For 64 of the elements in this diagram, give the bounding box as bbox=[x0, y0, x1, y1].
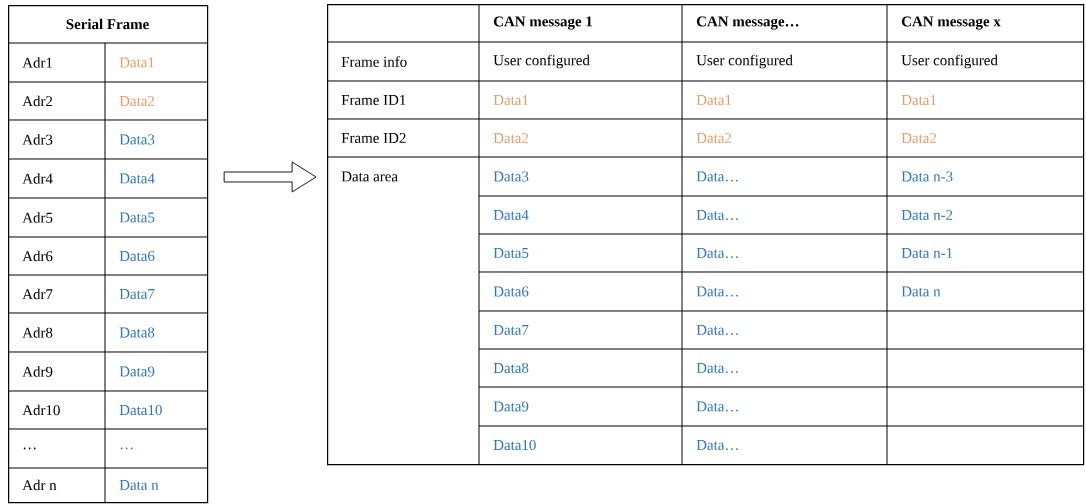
row-heading: Frame ID2 bbox=[341, 133, 406, 143]
cell-text: Data6 bbox=[119, 251, 155, 261]
cell-text: User configured bbox=[901, 54, 998, 69]
cell-text: Adr1 bbox=[22, 57, 53, 68]
cell-text: Data1 bbox=[901, 95, 936, 105]
cell-text: Data7 bbox=[493, 325, 529, 335]
cell-text: User configured bbox=[696, 54, 793, 69]
cell-text: Data3 bbox=[493, 171, 529, 182]
cell-text: Data1 bbox=[119, 57, 154, 68]
table-heading: Serial Frame bbox=[66, 18, 149, 30]
cell-text: Data5 bbox=[493, 248, 529, 258]
cell-text: Data2 bbox=[901, 133, 937, 143]
cell-text: Data… bbox=[696, 440, 738, 450]
cell-text: Data n-2 bbox=[901, 210, 953, 220]
cell-text: Data n bbox=[119, 480, 159, 490]
cell-text: Data n bbox=[901, 286, 941, 297]
cell-text: Data2 bbox=[493, 133, 529, 143]
cell-text: Data9 bbox=[493, 401, 529, 412]
cell-text: Adr4 bbox=[22, 173, 53, 184]
cell-text: Data… bbox=[696, 248, 738, 258]
data-table bbox=[7, 5, 209, 504]
cell-text: Data2 bbox=[696, 133, 732, 143]
cell-text: Data7 bbox=[119, 289, 155, 299]
cell-text: … bbox=[23, 447, 36, 450]
cell-text: Adr5 bbox=[22, 212, 53, 223]
cell-text: Data n-3 bbox=[901, 171, 953, 182]
cell-text: Adr2 bbox=[22, 95, 53, 107]
cell-text: Adr n bbox=[22, 479, 57, 491]
cell-text: Data4 bbox=[493, 210, 529, 220]
cell-text: Data… bbox=[696, 325, 738, 335]
row-heading: Frame info bbox=[341, 56, 407, 67]
cell-text: Data9 bbox=[119, 366, 155, 377]
cell-text: Data4 bbox=[119, 173, 155, 184]
cell-text: Data… bbox=[696, 286, 738, 297]
cell-text: Adr10 bbox=[22, 404, 60, 416]
block-arrow bbox=[223, 161, 317, 193]
cell-text: Data… bbox=[696, 210, 738, 220]
cell-text: Data10 bbox=[119, 404, 162, 416]
cell-text: User configured bbox=[493, 54, 590, 69]
cell-text: Data1 bbox=[493, 95, 528, 105]
cell-text: Data1 bbox=[696, 95, 731, 105]
column-heading: CAN message x bbox=[901, 16, 1001, 30]
cell-text: Adr7 bbox=[22, 288, 53, 300]
row-heading: Frame ID1 bbox=[341, 95, 406, 105]
cell-text: Adr3 bbox=[22, 134, 53, 145]
cell-text: Data2 bbox=[119, 96, 155, 106]
data-table bbox=[326, 3, 1085, 466]
cell-text: Data n-1 bbox=[901, 248, 953, 258]
cell-text: Data5 bbox=[119, 212, 155, 223]
cell-text: Data6 bbox=[493, 286, 529, 297]
row-heading: Data area bbox=[341, 171, 398, 182]
cell-text: Data… bbox=[696, 363, 738, 373]
column-heading: CAN message 1 bbox=[493, 16, 593, 30]
cell-text: Adr8 bbox=[22, 327, 53, 338]
cell-text: Data… bbox=[696, 171, 738, 182]
cell-text: Adr9 bbox=[22, 366, 53, 377]
cell-text: Data10 bbox=[493, 439, 536, 451]
column-heading: CAN message… bbox=[696, 16, 799, 30]
cell-text: … bbox=[120, 447, 133, 450]
cell-text: Data3 bbox=[119, 134, 155, 145]
cell-text: Data8 bbox=[493, 362, 529, 374]
cell-text: Data8 bbox=[119, 327, 155, 338]
cell-text: Data… bbox=[696, 401, 738, 412]
cell-text: Adr6 bbox=[22, 250, 53, 262]
